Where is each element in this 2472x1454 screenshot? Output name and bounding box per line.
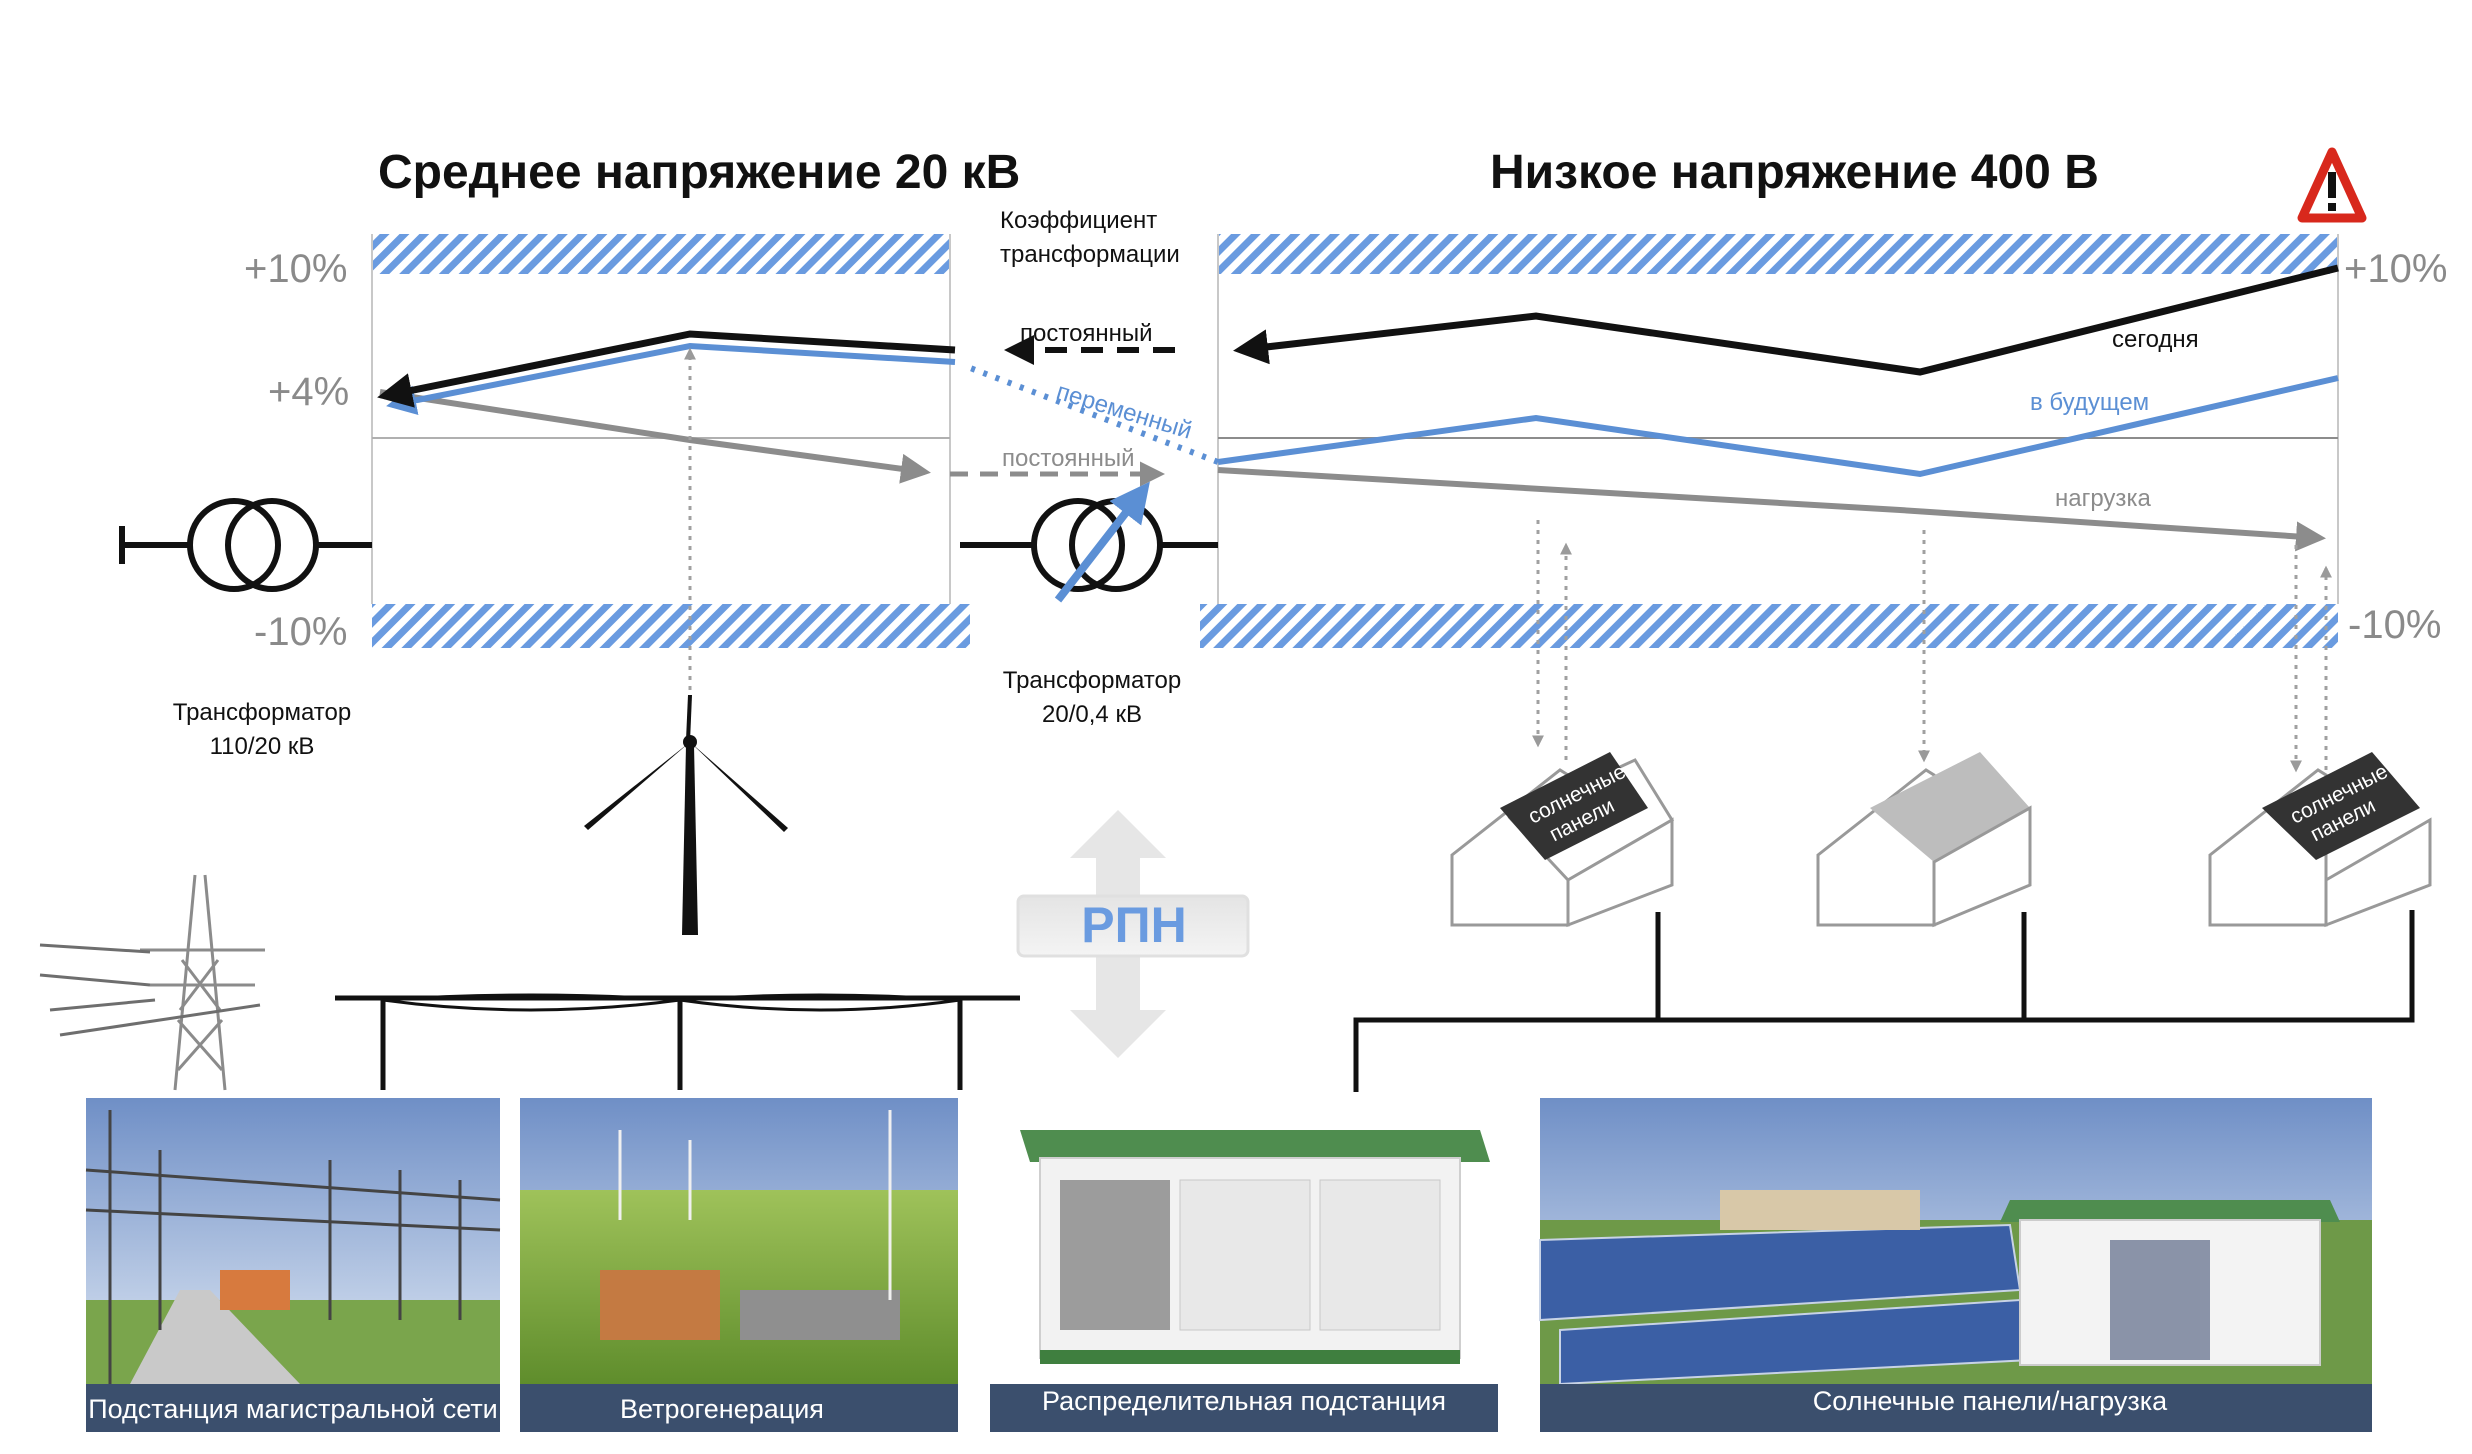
overhead-line-icon — [335, 993, 1020, 1090]
photo-distribution — [990, 1098, 1498, 1432]
load-profile-mv — [379, 389, 931, 484]
caption-grid-substation: Подстанция магистральной сети — [88, 1394, 498, 1424]
future-profile-lv — [1217, 375, 2339, 478]
warning-icon — [2297, 147, 2367, 223]
rpn-label: РПН — [1081, 897, 1186, 953]
photo-grid-substation — [85, 1098, 501, 1432]
low-voltage-title: Низкое напряжение 400 В — [1490, 146, 2099, 199]
upper-limit-band — [1218, 234, 2338, 274]
photo-solar-load — [1539, 1098, 2372, 1432]
photo-wind — [520, 1098, 958, 1432]
transformer-20-label-line1: Трансформатор — [1003, 667, 1181, 694]
axis-minus10-left: -10% — [254, 610, 347, 654]
caption-solar-load: Солнечные панели/нагрузка — [1813, 1386, 2168, 1416]
caption-distribution: Распределительная подстанция — [1042, 1386, 1446, 1416]
constant-grey-label: постоянный — [1002, 445, 1135, 472]
transformer-20-label-line2: 20/0,4 кВ — [1042, 701, 1142, 728]
future-label: в будущем — [2030, 389, 2149, 416]
today-label: сегодня — [2112, 326, 2199, 353]
lower-limit-band — [372, 604, 970, 648]
caption-wind: Ветрогенерация — [620, 1394, 824, 1424]
medium-voltage-panel — [371, 234, 970, 648]
axis-minus10-right: -10% — [2348, 603, 2441, 647]
wind-turbine-icon — [584, 695, 788, 935]
medium-voltage-title: Среднее напряжение 20 кВ — [378, 146, 1020, 199]
variable-blue-label: переменный — [1053, 378, 1195, 445]
constant-black-label: постоянный — [1020, 320, 1153, 347]
ratio-label-line1: Коэффициент — [1000, 207, 1157, 234]
today-profile-lv — [1233, 264, 2339, 376]
ratio-label-line2: трансформации — [1000, 241, 1180, 268]
transformer-110-label-line1: Трансформатор — [173, 699, 351, 726]
upper-limit-band — [372, 234, 950, 274]
transformer-110-label-line2: 110/20 кВ — [210, 733, 315, 760]
load-profile-lv — [1217, 467, 2326, 552]
house-plain — [1816, 752, 2032, 928]
load-label: нагрузка — [2055, 485, 2151, 512]
pylon-icon — [39, 874, 265, 1091]
lv-feeder — [1353, 910, 2415, 1092]
axis-plus4-left: +4% — [268, 370, 349, 414]
axis-plus10-left: +10% — [244, 247, 347, 291]
transformer-110-icon — [119, 498, 372, 592]
today-profile-mv — [377, 330, 956, 408]
house-solar-1 — [1450, 752, 1675, 928]
injection-arrows — [684, 347, 2332, 780]
house-solar-2 — [2208, 752, 2432, 928]
axis-plus10-right: +10% — [2344, 247, 2447, 291]
future-profile-mv — [386, 342, 956, 416]
rpn-arrow — [1016, 810, 1250, 1058]
transformer-20-icon — [960, 481, 1218, 603]
lower-limit-band — [1200, 604, 2338, 648]
